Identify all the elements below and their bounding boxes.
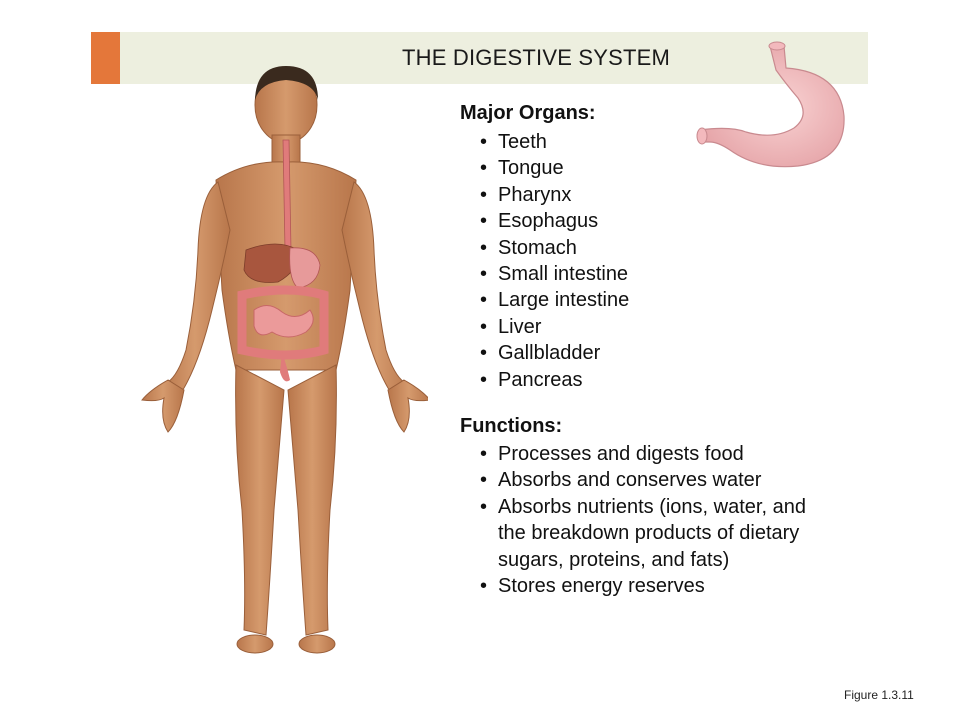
human-body-illustration bbox=[141, 66, 428, 654]
title-band bbox=[120, 32, 868, 84]
title-accent-bar bbox=[91, 32, 120, 84]
list-item: •Stores energy reserves bbox=[480, 575, 705, 598]
hair bbox=[255, 66, 318, 100]
list-item: •Stomach bbox=[480, 236, 577, 259]
slide-title: THE DIGESTIVE SYSTEM bbox=[402, 45, 671, 70]
functions-list: •Processes and digests food •Absorbs and… bbox=[480, 441, 840, 599]
list-item: •Esophagus bbox=[480, 210, 599, 233]
list-item: •Absorbs nutrients (ions, water, and the… bbox=[480, 495, 806, 571]
list-item: •Processes and digests food bbox=[480, 443, 744, 465]
stomach-illustration bbox=[696, 41, 845, 168]
list-item: •Pharynx bbox=[480, 183, 572, 206]
rectum bbox=[280, 352, 290, 382]
digestive-organs bbox=[237, 139, 329, 382]
list-item: •Gallbladder bbox=[480, 342, 601, 365]
organs-list: •Teeth •Tongue •Pharynx •Esophagus •Stom… bbox=[480, 129, 840, 393]
list-item: •Liver bbox=[480, 315, 542, 338]
large-intestine bbox=[237, 285, 329, 360]
list-item: •Small intestine bbox=[480, 263, 629, 286]
stomach bbox=[289, 247, 321, 289]
list-item: •Absorbs and conserves water bbox=[480, 469, 762, 492]
organs-heading: Major Organs: bbox=[460, 102, 596, 124]
list-item: •Large intestine bbox=[480, 289, 630, 312]
list-item: •Pancreas bbox=[480, 368, 583, 391]
list-item: •Tongue bbox=[480, 157, 564, 180]
list-item: •Teeth bbox=[480, 131, 547, 153]
functions-heading: Functions: bbox=[460, 415, 563, 437]
figure-caption: Figure 1.3.11 bbox=[844, 688, 914, 702]
small-intestine bbox=[253, 305, 314, 338]
